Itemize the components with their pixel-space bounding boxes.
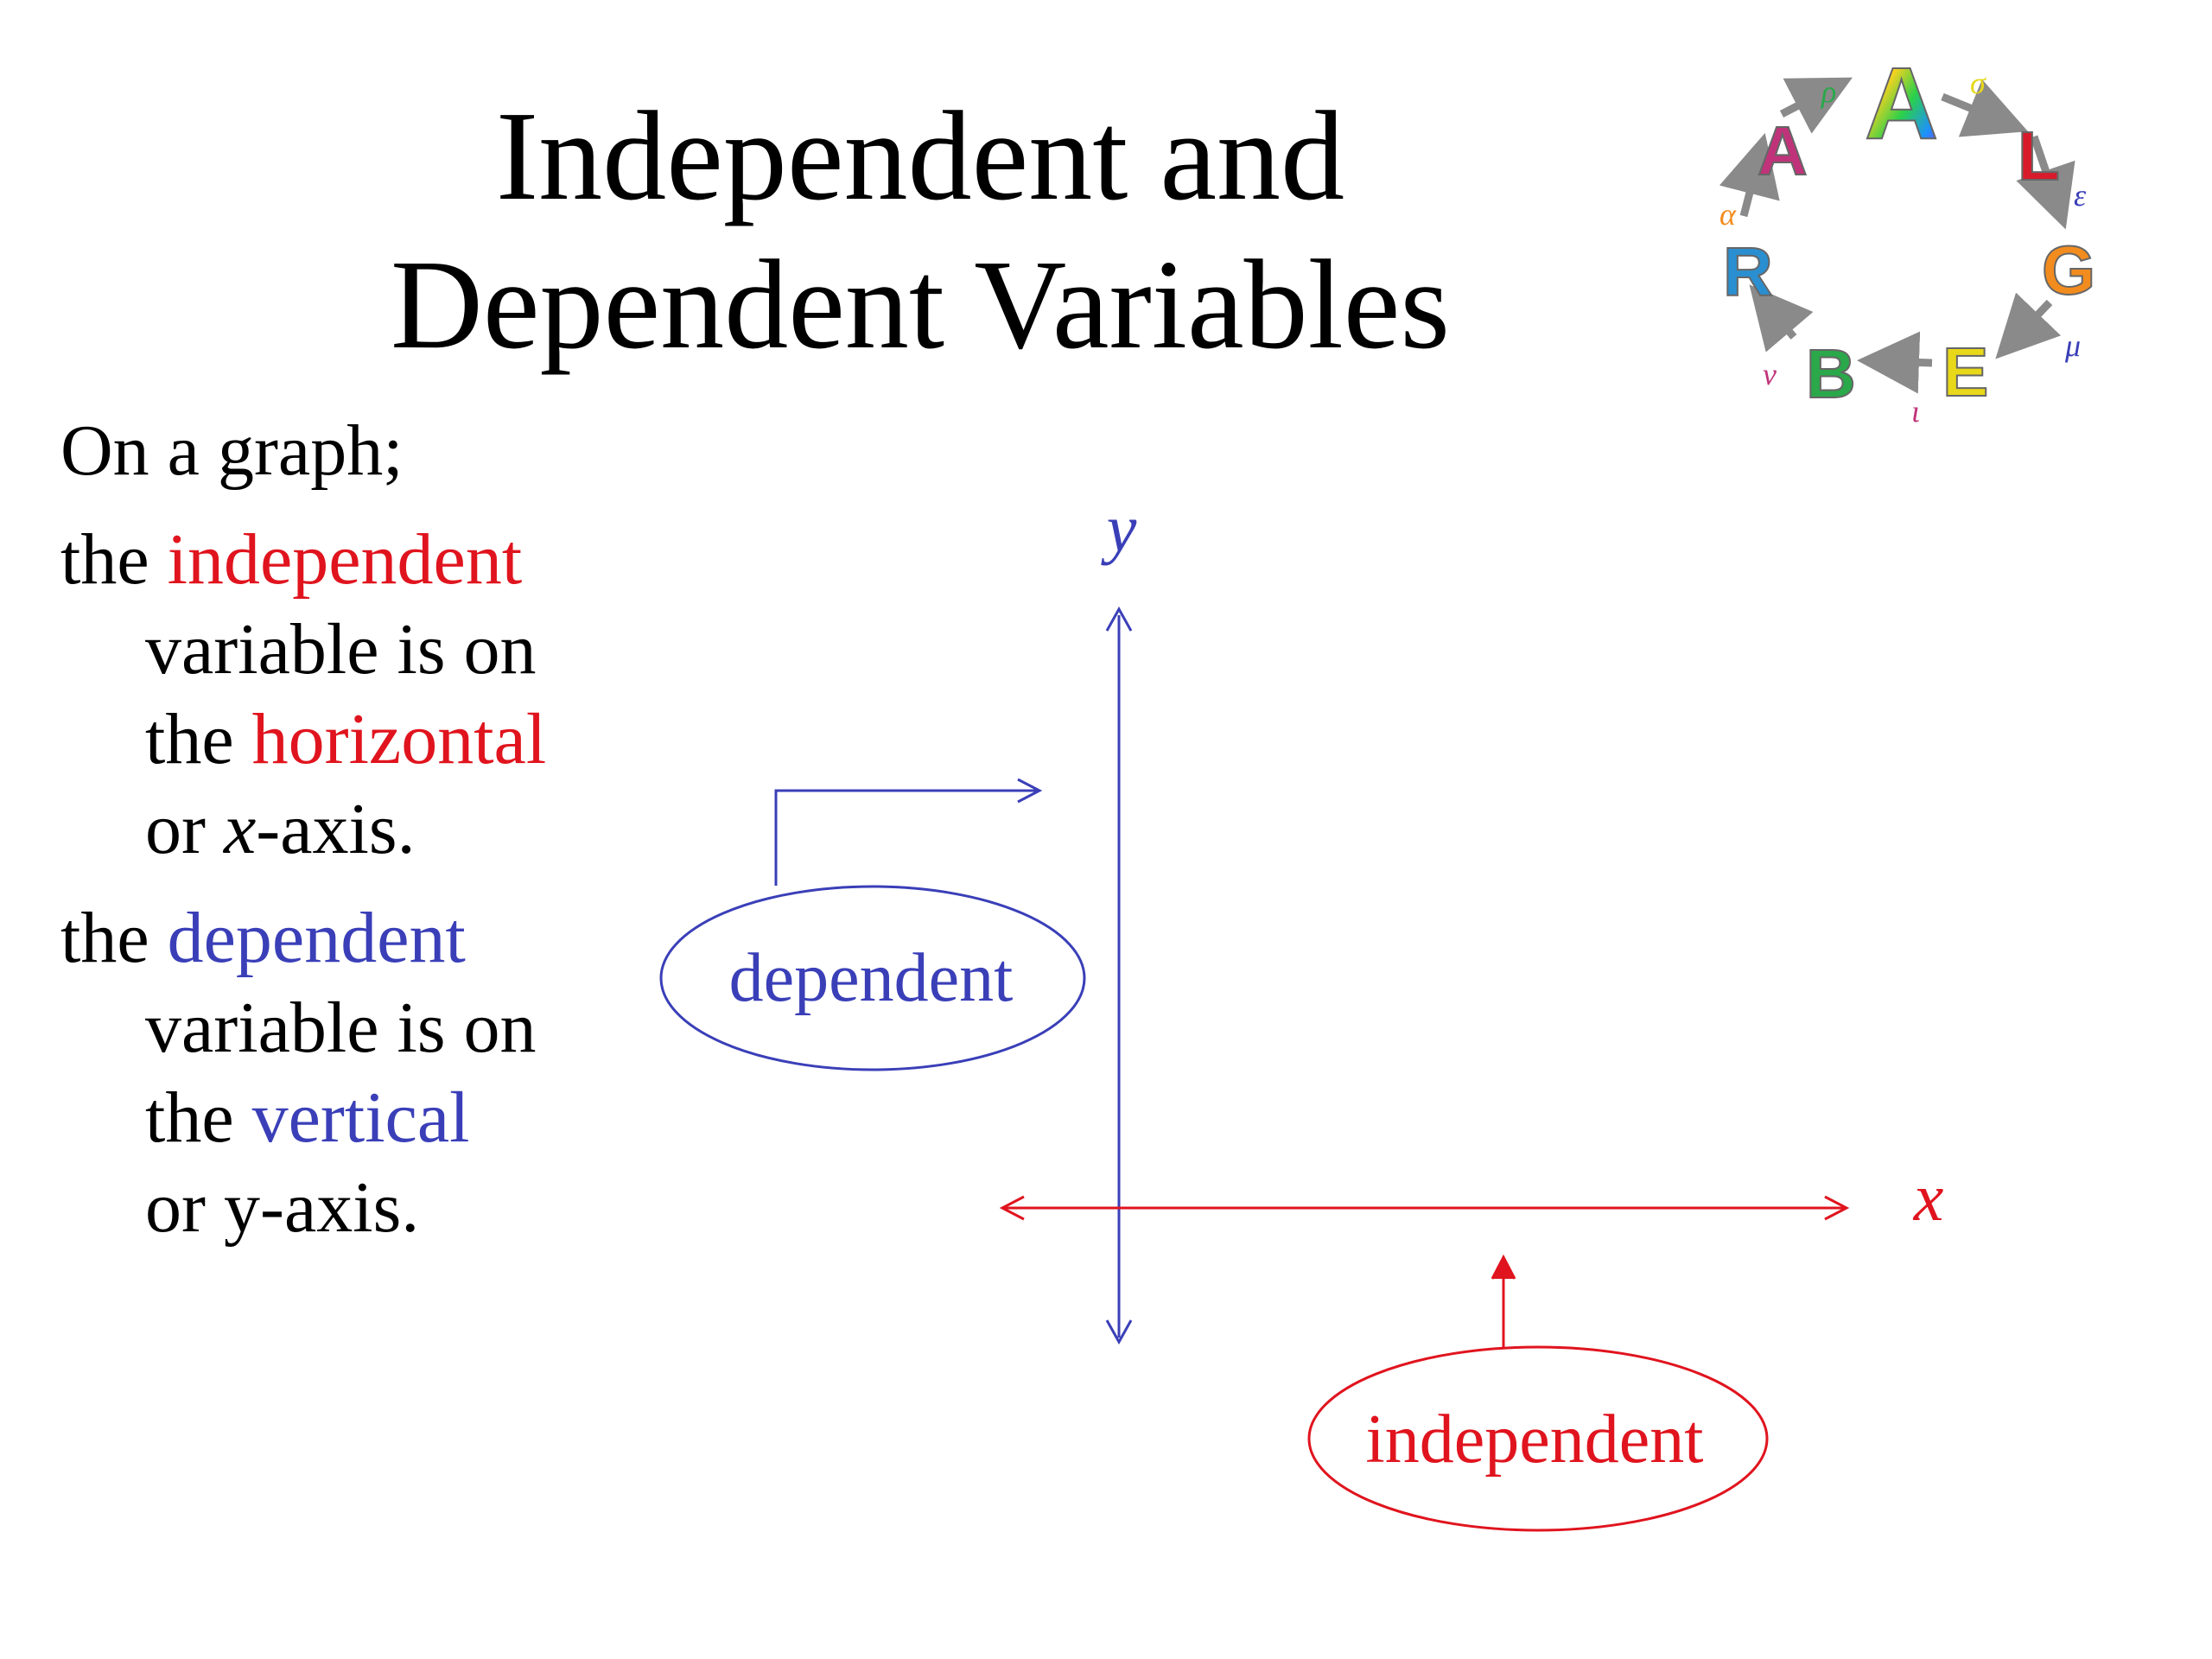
text-fragment: or	[145, 789, 224, 869]
logo-letter: B	[1806, 335, 1856, 412]
logo-letter: G	[2042, 232, 2095, 308]
text-fragment: the	[145, 1077, 252, 1158]
independent-pointer-arrowhead	[1491, 1254, 1516, 1280]
text-fragment: the	[60, 519, 168, 600]
independent-line-2: variable is on	[145, 609, 537, 690]
dependent-word: dependent	[167, 898, 466, 978]
y-axis-arrowhead-up	[1105, 606, 1133, 632]
logo-letter: A	[1758, 112, 1808, 189]
logo-arrow	[1779, 77, 1853, 134]
logo-arrow	[1941, 79, 2029, 137]
intro-line: On a graph;	[60, 410, 404, 491]
logo-greek: ρ	[1821, 74, 1836, 109]
y-axis-arrowhead-down	[1105, 1319, 1133, 1345]
horizontal-word: horizontal	[251, 699, 547, 779]
x-axis-arrowhead-right	[1824, 1195, 1850, 1221]
logo-arrow	[1719, 132, 1780, 218]
logo-greek: ι	[1911, 394, 1920, 429]
logo-arrow	[2016, 135, 2075, 230]
logo-arrow	[1857, 331, 1933, 394]
independent-line-4: or x-axis.	[60, 785, 546, 874]
logo-greek: ε	[2074, 178, 2087, 213]
logo-arrows	[1719, 77, 2075, 394]
logo-arrow	[1749, 284, 1814, 353]
title-line-2: Dependent Variables	[390, 234, 1451, 376]
x-axis	[999, 1195, 1850, 1221]
logo-letter: E	[1942, 334, 1988, 410]
independent-line-3: the horizontal	[60, 695, 546, 785]
logo-letter: A	[1865, 47, 1938, 161]
x-variable: x	[223, 789, 257, 869]
dependent-callout	[659, 778, 1086, 1071]
independent-callout	[1307, 1254, 1769, 1532]
y-axis	[1105, 606, 1133, 1345]
logo-greek: μ	[2064, 328, 2081, 363]
independent-line-1: the independent	[60, 515, 546, 605]
dependent-ellipse	[659, 885, 1086, 1071]
dependent-line-3: the vertical	[60, 1073, 546, 1163]
y-axis-label: y	[1101, 491, 1137, 566]
text-fragment: -axis.	[256, 789, 416, 869]
logo-arrow	[1995, 292, 2062, 359]
dependent-line-4: or y-axis.	[145, 1167, 420, 1248]
logo-greek: ν	[1763, 357, 1777, 391]
independent-callout-label: independent	[1366, 1402, 1704, 1478]
title-line-1: Independent and	[495, 86, 1345, 227]
logo-letter: L	[2018, 118, 2060, 194]
dependent-pointer-line	[774, 789, 1037, 886]
text-fragment: the	[60, 898, 168, 978]
logo-greek: σ	[1970, 66, 1986, 100]
independent-word: independent	[167, 519, 523, 600]
text-fragment: the	[145, 699, 252, 779]
logo-greek: α	[1719, 197, 1737, 232]
independent-ellipse	[1307, 1345, 1769, 1532]
vertical-word: vertical	[251, 1077, 470, 1158]
dependent-line-2: variable is on	[145, 988, 537, 1068]
page-title: Independent and Dependent Variables	[0, 82, 1840, 379]
dependent-line-1: the dependent	[60, 893, 546, 983]
algebra-logo: A L G E B R A σ ε μ ι ν α ρ	[1719, 46, 2096, 429]
dependent-callout-label: dependent	[729, 940, 1014, 1016]
explanation-text: On a graph; the independent variable is …	[60, 406, 546, 1253]
x-axis-arrowhead-left	[999, 1195, 1025, 1221]
dependent-pointer-arrowhead	[1017, 778, 1043, 804]
x-axis-label: x	[1913, 1160, 1944, 1235]
logo-letter: R	[1723, 233, 1773, 310]
